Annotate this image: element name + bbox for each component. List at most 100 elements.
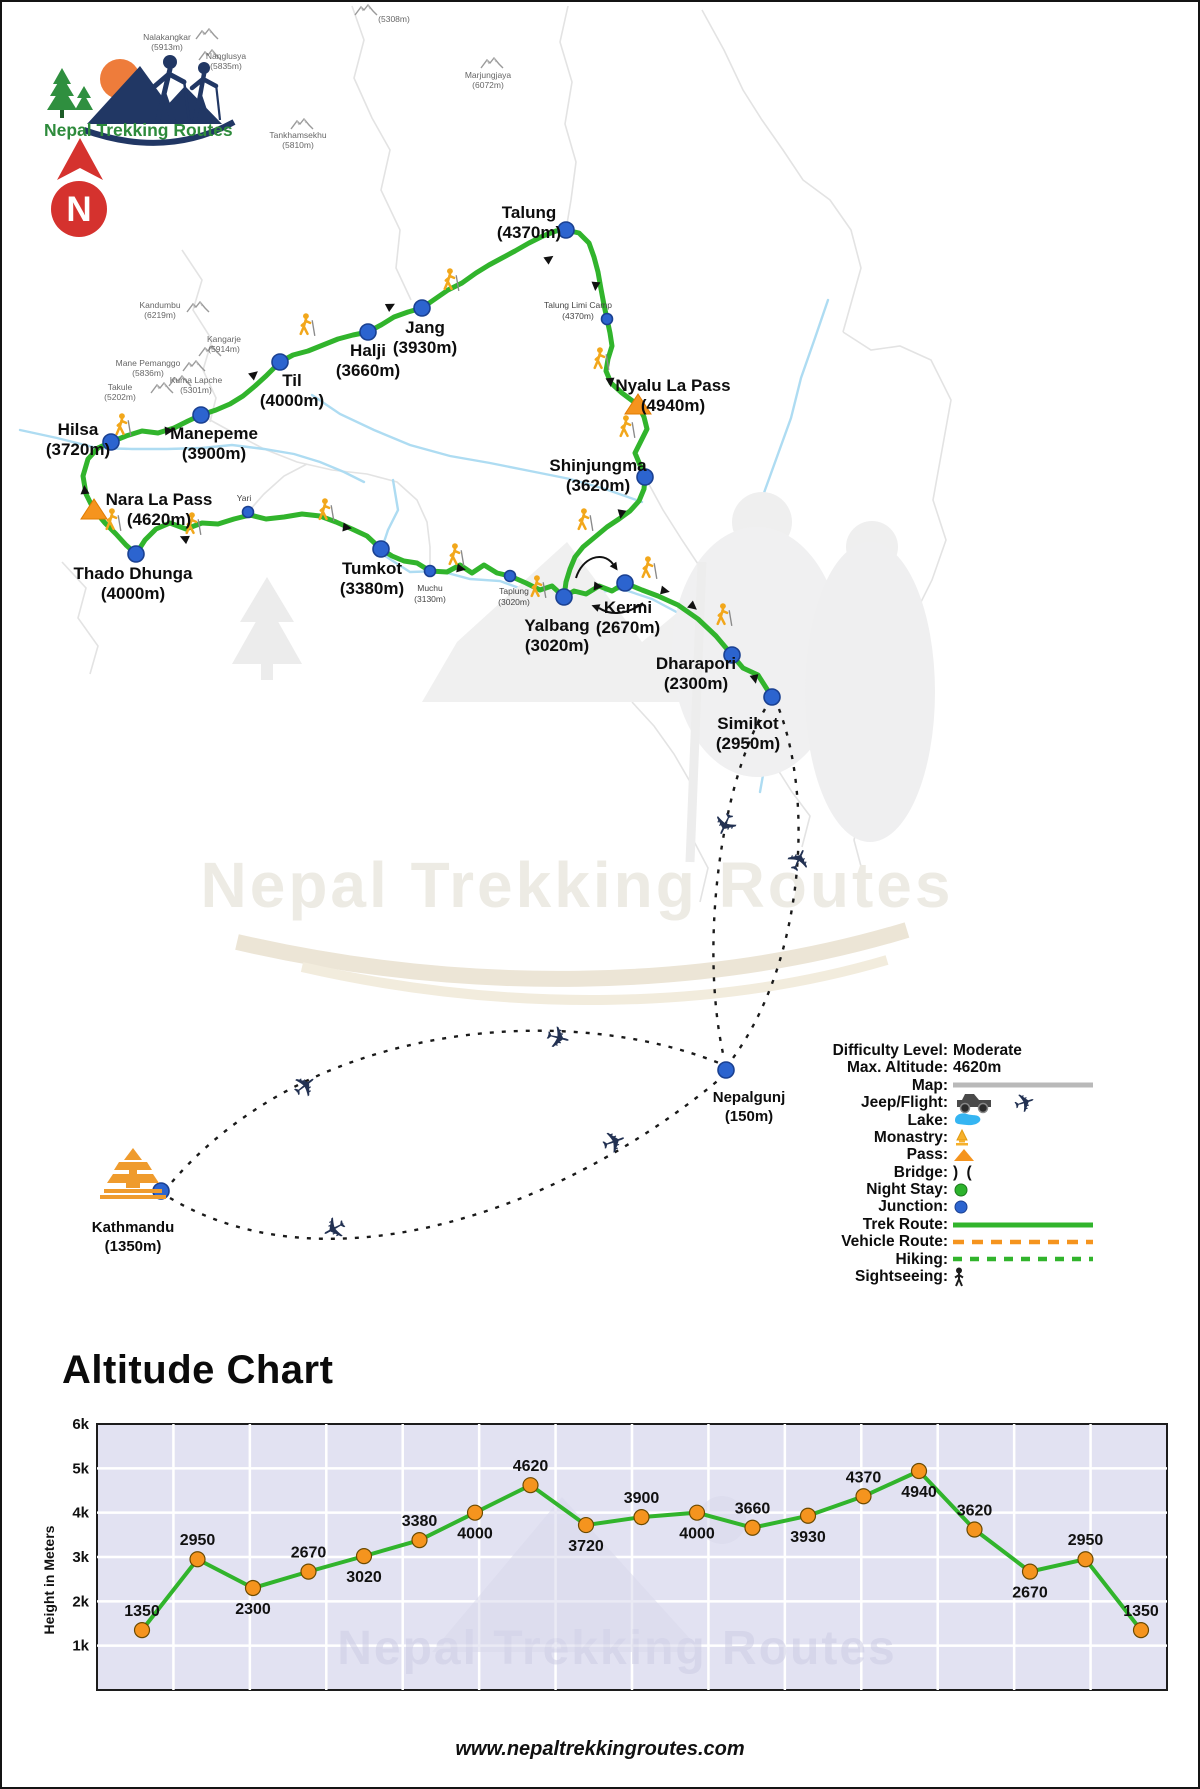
- plane-icon: ✈: [1010, 1090, 1040, 1116]
- hiker-silhouette: [152, 66, 187, 123]
- legend-label: Max. Altitude:: [846, 1059, 948, 1077]
- altitude-point: [133, 1622, 151, 1639]
- river-line: [310, 393, 644, 504]
- mountain-peak-icon: [182, 360, 206, 372]
- stop-name: Nara La Pass: [106, 490, 213, 509]
- altitude-point-label: 3720: [568, 1538, 604, 1555]
- mountain-peak-icon: [290, 118, 314, 130]
- legend-row: Hiking:: [718, 1251, 1188, 1268]
- legend-label: Lake:: [907, 1111, 949, 1129]
- stop-altitude: (4620m): [127, 510, 191, 529]
- boundary-line: [701, 9, 862, 333]
- junction-dot: [503, 569, 517, 583]
- altitude-point: [300, 1563, 317, 1580]
- peak-altitude: (5202m): [104, 392, 136, 402]
- altitude-point-label: 4940: [901, 1484, 937, 1501]
- map-watermark-text: Nepal Trekking Routes: [201, 849, 954, 921]
- legend-row: Max. Altitude: 4620m: [718, 1059, 1188, 1076]
- hiker-icon: [299, 313, 317, 338]
- stop-name: Jang: [405, 318, 445, 337]
- stop-altitude: (1350m): [105, 1238, 162, 1255]
- hiker-icon: [619, 415, 637, 440]
- legend-label: Difficulty Level:: [832, 1041, 948, 1059]
- altitude-point: [1077, 1551, 1094, 1568]
- altitude-point-label: 1350: [1123, 1603, 1159, 1620]
- stop-altitude: (2950m): [716, 734, 780, 753]
- boundary-line: [61, 561, 99, 675]
- y-axis-tick: 6k: [72, 1416, 89, 1433]
- direction-arrow-icon: [164, 426, 174, 436]
- altitude-point: [688, 1504, 706, 1521]
- peak-label: Nanglusya: [206, 51, 246, 61]
- junction-dot: [372, 540, 390, 558]
- stop-name: Muchu: [417, 583, 443, 593]
- boundary-line: [200, 414, 431, 568]
- altitude-point: [411, 1532, 428, 1549]
- stop-name: Thado Dhunga: [74, 564, 194, 583]
- website-url: www.nepaltrekkingroutes.com: [455, 1738, 745, 1760]
- legend-value: 4620m: [953, 1059, 1002, 1077]
- direction-arrow-icon: [605, 377, 615, 387]
- direction-arrow-icon: [749, 674, 759, 684]
- altitude-point-label: 2670: [291, 1545, 327, 1562]
- mountain-peak-icon: [354, 4, 378, 16]
- boundary-line: [351, 5, 412, 301]
- legend-row: Bridge:) (: [718, 1164, 1188, 1181]
- stop-name: Til: [282, 371, 302, 390]
- river-line: [379, 478, 400, 553]
- brand-logo: Nepal Trekking Routes: [44, 55, 236, 146]
- legend-row: Night Stay:: [718, 1181, 1188, 1198]
- north-arrow-icon: [57, 138, 103, 180]
- altitude-point-label: 2670: [1012, 1585, 1048, 1602]
- legend-label: Hiking:: [895, 1250, 948, 1268]
- flight-routes: [169, 708, 800, 1240]
- altitude-point: [966, 1521, 983, 1538]
- junction-dot: [423, 564, 437, 578]
- peak-altitude: (5810m): [282, 140, 314, 150]
- peak-label: Kandumbu: [139, 300, 180, 310]
- mountain-peak-icon: [480, 57, 504, 69]
- altitude-point: [633, 1509, 650, 1526]
- peak-altitude: (6219m): [144, 310, 176, 320]
- peak-label: Tankhamsekhu: [269, 130, 326, 140]
- plane-icon: ✈: [541, 1019, 574, 1059]
- legend-label: Trek Route:: [862, 1215, 948, 1233]
- legend-row: Pass:: [718, 1146, 1188, 1163]
- stop-name: Kathmandu: [92, 1219, 175, 1236]
- hiker-icon: [448, 543, 466, 568]
- route-direction-arrows: [80, 255, 759, 684]
- chart-title: Altitude Chart: [62, 1348, 334, 1392]
- chart-watermark: Nepal Trekking Routes: [337, 1496, 895, 1675]
- junction-dot: [616, 574, 634, 592]
- legend-label: Map:: [911, 1076, 948, 1094]
- altitude-point: [744, 1519, 761, 1536]
- y-axis-tick: 2k: [72, 1593, 89, 1610]
- legend-row: Jeep/Flight: ✈: [718, 1090, 1188, 1116]
- stop-altitude: (3130m): [414, 594, 446, 604]
- mountain-peak-icon: [186, 301, 210, 313]
- altitude-point-label: 4620: [513, 1458, 549, 1475]
- brand-logo-text: Nepal Trekking Routes: [44, 120, 233, 140]
- stop-name: Tumkot: [342, 559, 402, 578]
- junction-dot: [127, 545, 145, 563]
- stop-name: Kermi: [604, 598, 652, 617]
- legend-label: Jeep/Flight:: [861, 1094, 948, 1112]
- pass-icon: [954, 1149, 974, 1162]
- altitude-point-label: 2950: [180, 1532, 216, 1549]
- y-axis-tick: 4k: [72, 1505, 89, 1522]
- peak-labels: (5308m)Nalakangkar(5913m)Nanglusya(5835m…: [104, 4, 511, 402]
- route-turn-arrows: [575, 556, 644, 614]
- legend-label: Bridge:: [893, 1163, 948, 1181]
- direction-arrow-icon: [593, 581, 603, 591]
- altitude-point: [799, 1507, 817, 1524]
- junction-dot: [359, 323, 377, 341]
- peak-label: Kuma Lapche: [170, 375, 223, 385]
- direction-arrow-icon: [617, 509, 627, 519]
- legend-row: Difficulty Level:Moderate: [718, 1042, 1188, 1059]
- plane-icon: ✈: [314, 1206, 353, 1249]
- stop-altitude: (4370m): [562, 311, 594, 321]
- altitude-point: [1021, 1563, 1039, 1580]
- stop-altitude: (4370m): [497, 223, 561, 242]
- legend-label: Monastry:: [873, 1128, 948, 1146]
